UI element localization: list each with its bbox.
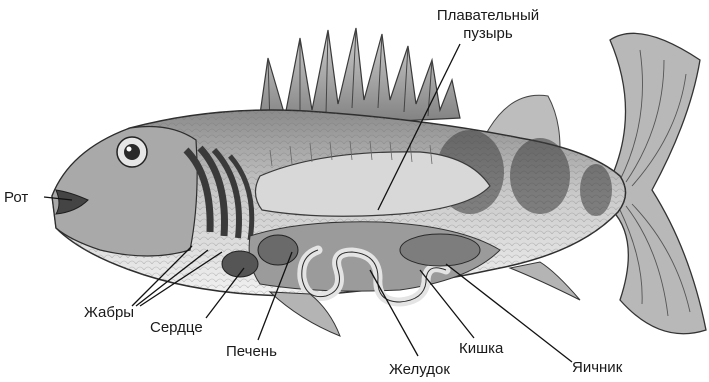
label-swim-bladder-line1: Плавательный: [424, 7, 552, 24]
label-liver: Печень: [226, 343, 277, 360]
liver: [258, 235, 298, 265]
label-mouth: Рот: [4, 189, 28, 206]
ovary: [400, 234, 480, 266]
anal-fin: [510, 262, 580, 300]
label-gills: Жабры: [84, 304, 134, 321]
label-swim-bladder-line2: пузырь: [424, 25, 552, 42]
label-ovary: Яичник: [572, 359, 622, 376]
label-heart: Сердце: [150, 319, 203, 336]
eye: [117, 137, 147, 167]
label-stomach: Желудок: [389, 361, 450, 378]
label-intestine: Кишка: [459, 340, 503, 357]
